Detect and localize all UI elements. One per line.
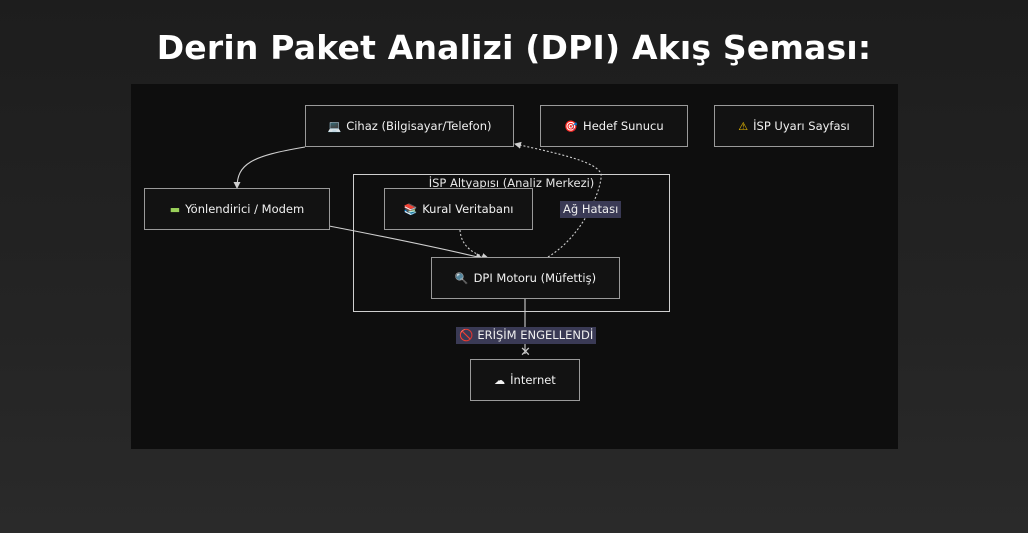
warning-label: İSP Uyarı Sayfası <box>753 119 850 133</box>
laptop-icon: 💻 <box>327 119 342 133</box>
cluster-label: İSP Altyapısı (Analiz Merkezi) <box>428 176 595 190</box>
access-blocked-label: 🚫ERİŞİM ENGELLENDİ <box>456 327 597 344</box>
flow-diagram: İSP Altyapısı (Analiz Merkezi) 💻 Cihaz (… <box>131 84 898 449</box>
cloud-icon: ☁ <box>494 373 506 387</box>
edge-router-dpi <box>328 225 483 261</box>
router-icon: ▬ <box>169 202 181 216</box>
device-label: Cihaz (Bilgisayar/Telefon) <box>346 119 492 133</box>
internet-label: İnternet <box>510 373 556 387</box>
edges-layer <box>233 141 602 354</box>
edge-rules-dpi <box>459 229 489 260</box>
internet-node: ☁ İnternet <box>470 359 580 401</box>
no-entry-icon: 🚫 <box>459 328 474 342</box>
access-blocked-text: ERİŞİM ENGELLENDİ <box>477 328 594 342</box>
target-server-node: 🎯 Hedef Sunucu <box>540 105 688 147</box>
target-label: Hedef Sunucu <box>583 119 664 133</box>
router-label: Yönlendirici / Modem <box>185 202 305 216</box>
page-title: Derin Paket Analizi (DPI) Akış Şeması: <box>156 28 872 67</box>
blocked-x-icon: ✕ <box>520 345 531 360</box>
network-error-label: Ağ Hatası <box>560 201 622 218</box>
edge-device-router <box>233 146 306 189</box>
isp-warning-node: ⚠ İSP Uyarı Sayfası <box>714 105 874 147</box>
target-icon: 🎯 <box>564 119 579 133</box>
isp-infrastructure-cluster: İSP Altyapısı (Analiz Merkezi) <box>353 174 670 312</box>
edge-dpi-device <box>514 141 602 258</box>
router-node: ▬ Yönlendirici / Modem <box>144 188 330 230</box>
device-node: 💻 Cihaz (Bilgisayar/Telefon) <box>305 105 514 147</box>
rules-database-node: 📚 Kural Veritabanı <box>384 188 533 230</box>
rules-label: Kural Veritabanı <box>422 202 514 216</box>
books-icon: 📚 <box>403 202 418 216</box>
warning-icon: ⚠ <box>738 119 749 133</box>
dpi-label: DPI Motoru (Müfettiş) <box>473 271 597 285</box>
magnifier-icon: 🔍 <box>454 271 469 285</box>
dpi-engine-node: 🔍 DPI Motoru (Müfettiş) <box>431 257 620 299</box>
